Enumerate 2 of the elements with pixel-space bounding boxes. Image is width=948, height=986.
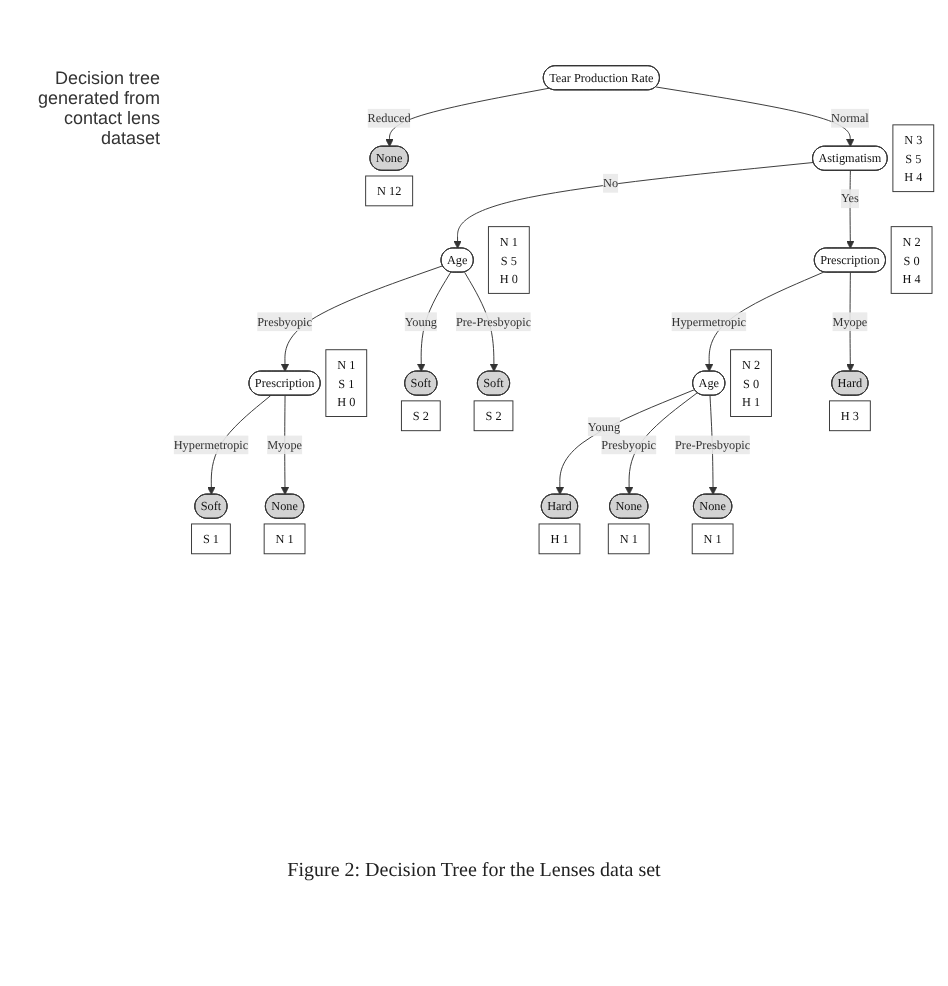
diagram-title: Decision tree generated from contact lens dataset: [35, 68, 160, 148]
figure-caption: Figure 2: Decision Tree for the Lenses data set: [285, 860, 663, 882]
